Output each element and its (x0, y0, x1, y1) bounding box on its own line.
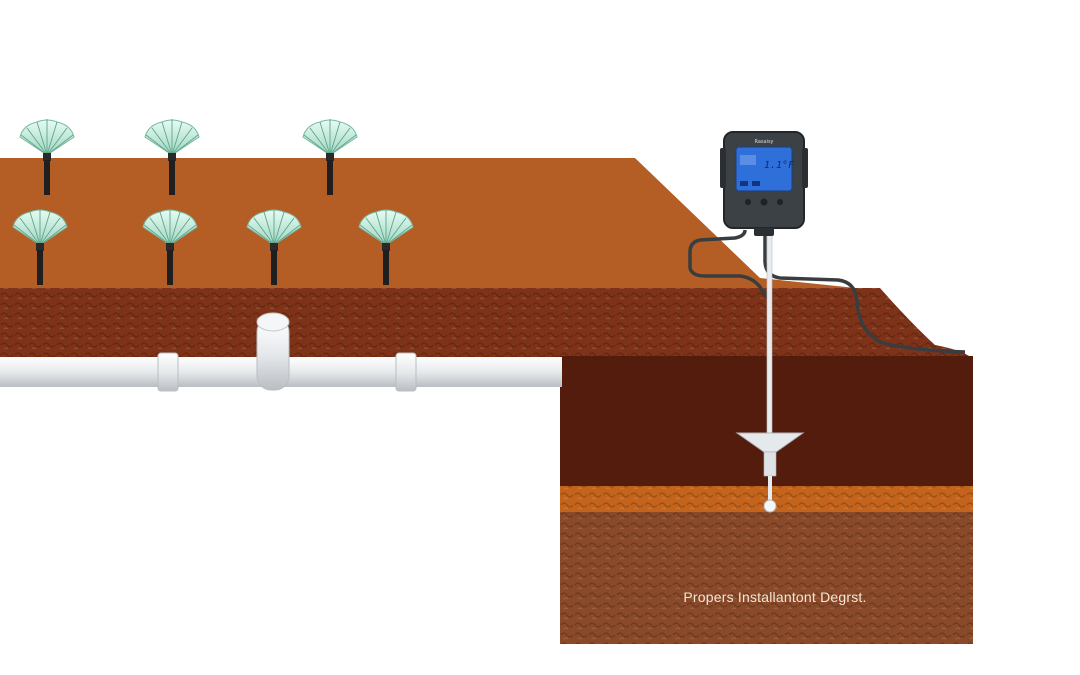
meter-reading: 1.1°F (764, 160, 795, 171)
meter-button-left[interactable] (745, 199, 751, 205)
sensor-probe-icon (735, 231, 805, 513)
meter-button-center[interactable] (760, 198, 768, 206)
irrigation-pipe (0, 312, 562, 392)
meter-brand-label: Rasaisy (754, 139, 774, 145)
digital-meter-icon (720, 131, 808, 236)
diagram-caption: Propers Installantont Degrst. (683, 589, 867, 605)
meter-cable-left (688, 229, 772, 302)
meter-button-right[interactable] (777, 199, 783, 205)
